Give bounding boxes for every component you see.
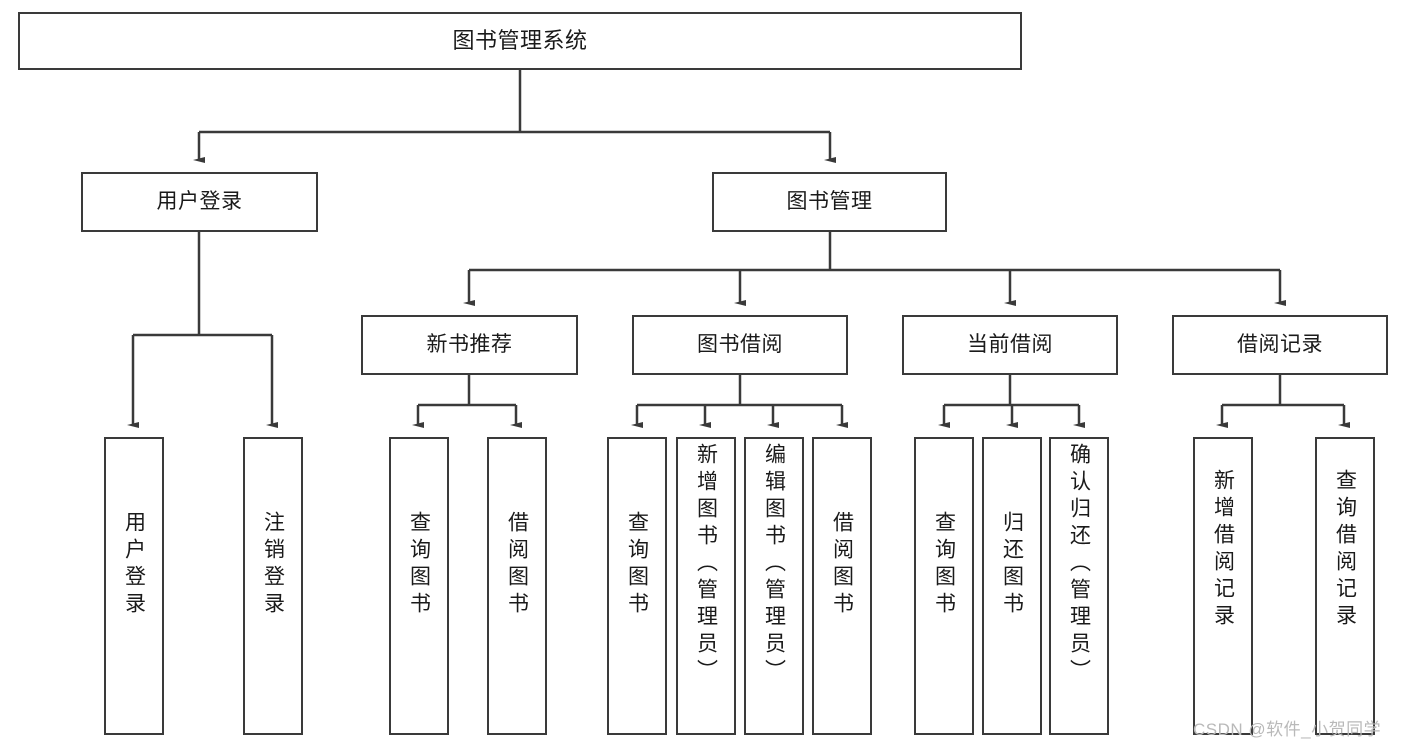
node-leaf-user-login-signin-label: 用户登录: [122, 511, 146, 619]
node-leaf-user-login-signin[interactable]: 用户登录: [104, 437, 164, 735]
node-leaf-new-book-borrow[interactable]: 借阅图书: [487, 437, 547, 735]
csdn-watermark: CSDN @软件_小贺同学: [1193, 720, 1382, 739]
node-book-management-label: 图书管理: [786, 189, 873, 213]
node-root-system-label: 图书管理系统: [452, 28, 588, 54]
node-leaf-new-book-query-label: 查询图书: [407, 511, 431, 619]
node-leaf-borrow-edit-book-admin[interactable]: 编辑图书（管理员）: [744, 437, 804, 735]
node-leaf-current-return-label: 归还图书: [1000, 511, 1024, 619]
node-leaf-new-book-borrow-label: 借阅图书: [505, 511, 529, 619]
node-current-borrow-label: 当前借阅: [967, 332, 1053, 356]
node-leaf-record-query-label: 查询借阅记录: [1333, 469, 1357, 631]
node-leaf-borrow-borrow-book[interactable]: 借阅图书: [812, 437, 872, 735]
node-current-borrow[interactable]: 当前借阅: [902, 315, 1118, 375]
node-book-management[interactable]: 图书管理: [712, 172, 947, 232]
node-user-login[interactable]: 用户登录: [81, 172, 318, 232]
node-book-borrow[interactable]: 图书借阅: [632, 315, 848, 375]
node-leaf-record-query[interactable]: 查询借阅记录: [1315, 437, 1375, 735]
node-leaf-record-add-label: 新增借阅记录: [1211, 469, 1235, 631]
node-leaf-borrow-query-label: 查询图书: [625, 511, 649, 619]
node-borrow-record[interactable]: 借阅记录: [1172, 315, 1388, 375]
node-leaf-borrow-query[interactable]: 查询图书: [607, 437, 667, 735]
node-leaf-current-confirm-return-admin-label: 确认归还（管理员）: [1067, 443, 1091, 686]
node-leaf-user-login-signout[interactable]: 注销登录: [243, 437, 303, 735]
node-new-book-recommend[interactable]: 新书推荐: [361, 315, 578, 375]
node-leaf-current-query[interactable]: 查询图书: [914, 437, 974, 735]
node-leaf-current-return[interactable]: 归还图书: [982, 437, 1042, 735]
node-leaf-user-login-signout-label: 注销登录: [261, 511, 285, 619]
node-borrow-record-label: 借阅记录: [1237, 332, 1323, 356]
node-leaf-borrow-borrow-book-label: 借阅图书: [830, 511, 854, 619]
node-leaf-new-book-query[interactable]: 查询图书: [389, 437, 449, 735]
node-leaf-current-confirm-return-admin[interactable]: 确认归还（管理员）: [1049, 437, 1109, 735]
node-user-login-label: 用户登录: [156, 189, 243, 213]
node-book-borrow-label: 图书借阅: [697, 332, 783, 356]
node-leaf-record-add[interactable]: 新增借阅记录: [1193, 437, 1253, 735]
node-leaf-borrow-edit-book-admin-label: 编辑图书（管理员）: [762, 443, 786, 686]
node-root-system[interactable]: 图书管理系统: [18, 12, 1022, 70]
node-leaf-borrow-add-book-admin[interactable]: 新增图书（管理员）: [676, 437, 736, 735]
node-leaf-borrow-add-book-admin-label: 新增图书（管理员）: [694, 443, 718, 686]
node-leaf-current-query-label: 查询图书: [932, 511, 956, 619]
node-new-book-recommend-label: 新书推荐: [426, 332, 513, 356]
